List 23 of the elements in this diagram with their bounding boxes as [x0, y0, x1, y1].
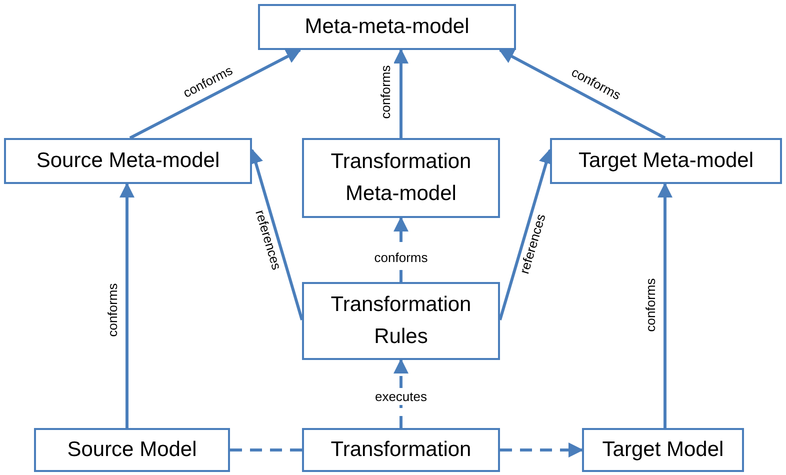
model-box [4, 138, 252, 184]
model-box [258, 4, 516, 50]
box-label: Target Model [602, 437, 724, 463]
box-label: Transformation Rules [330, 292, 472, 350]
box-label: Source Model [67, 437, 197, 463]
model-box [582, 428, 744, 472]
model-box [34, 428, 230, 472]
dashed-arrow [394, 358, 408, 428]
box-label: Target Meta-model [578, 148, 754, 174]
model-box [550, 138, 782, 184]
model-box [302, 282, 500, 360]
box-label: Transformation Meta-model [330, 149, 472, 207]
arrow [498, 48, 666, 140]
arrow [129, 48, 302, 140]
dashed-arrow [500, 442, 584, 458]
box-label: Source Meta-model [36, 148, 220, 174]
arrow [394, 48, 408, 138]
model-box [302, 428, 500, 472]
model-box [302, 138, 500, 218]
box-label: Transformation [330, 437, 472, 463]
arrow [120, 182, 134, 428]
arrow [658, 182, 672, 428]
box-label: Meta-meta-model [304, 14, 470, 40]
